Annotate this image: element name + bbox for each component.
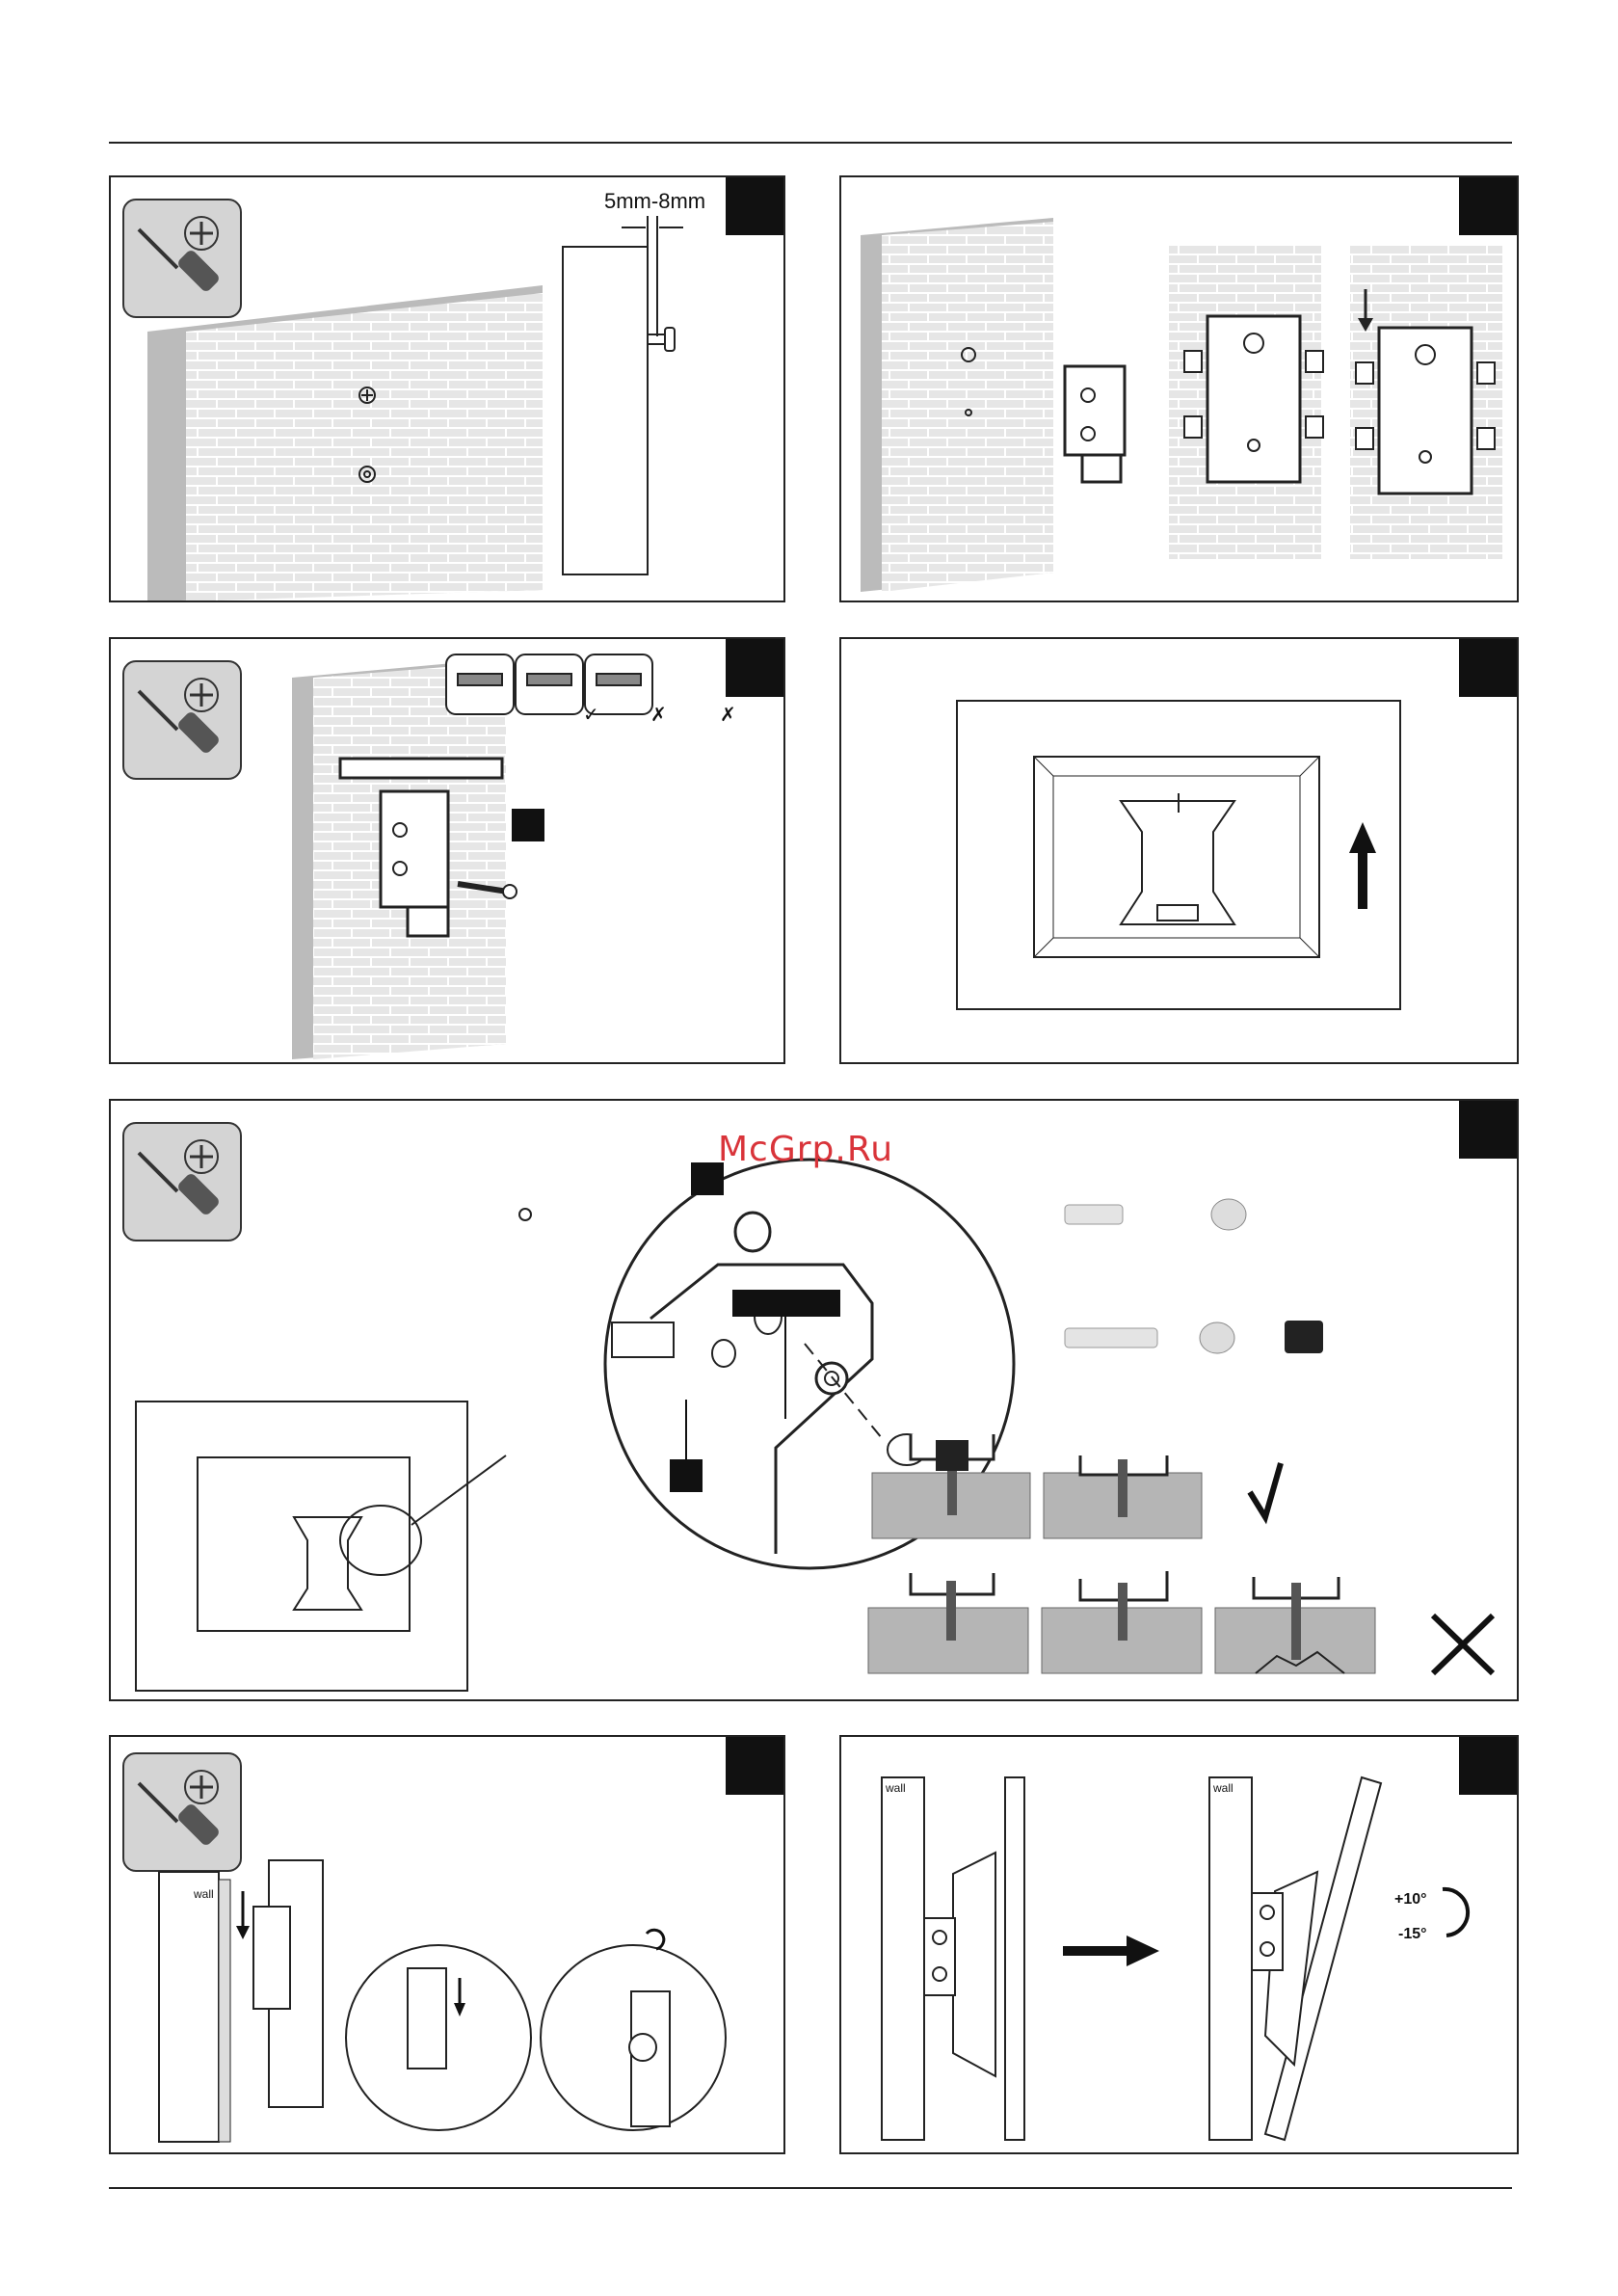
top-rule bbox=[109, 142, 1512, 144]
gap-dimension-label: 5mm-8mm bbox=[604, 189, 705, 214]
level-wrong-mark-1: ✗ bbox=[650, 703, 667, 727]
wall-label: wall bbox=[194, 1887, 214, 1901]
tilt-down-label: -15° bbox=[1398, 1926, 1427, 1943]
watermark-text: McGrp.Ru bbox=[718, 1130, 893, 1169]
wall-label-before: wall bbox=[886, 1781, 906, 1795]
tilt-up-label: +10° bbox=[1394, 1891, 1427, 1909]
step-panel-3: ✓ ✗ ✗ bbox=[109, 637, 785, 1064]
step-panel-5 bbox=[109, 1099, 1519, 1701]
step-panel-4 bbox=[839, 637, 1519, 1064]
step-panel-1: 5mm-8mm bbox=[109, 175, 785, 602]
step-panel-2 bbox=[839, 175, 1519, 602]
bottom-rule bbox=[109, 2187, 1512, 2189]
wall-label-after: wall bbox=[1213, 1781, 1233, 1795]
step-panel-8: wall wall +10° -15° bbox=[839, 1735, 1519, 2154]
step-panel-7: wall bbox=[109, 1735, 785, 2154]
level-ok-mark: ✓ bbox=[583, 703, 599, 727]
level-wrong-mark-2: ✗ bbox=[720, 703, 736, 727]
